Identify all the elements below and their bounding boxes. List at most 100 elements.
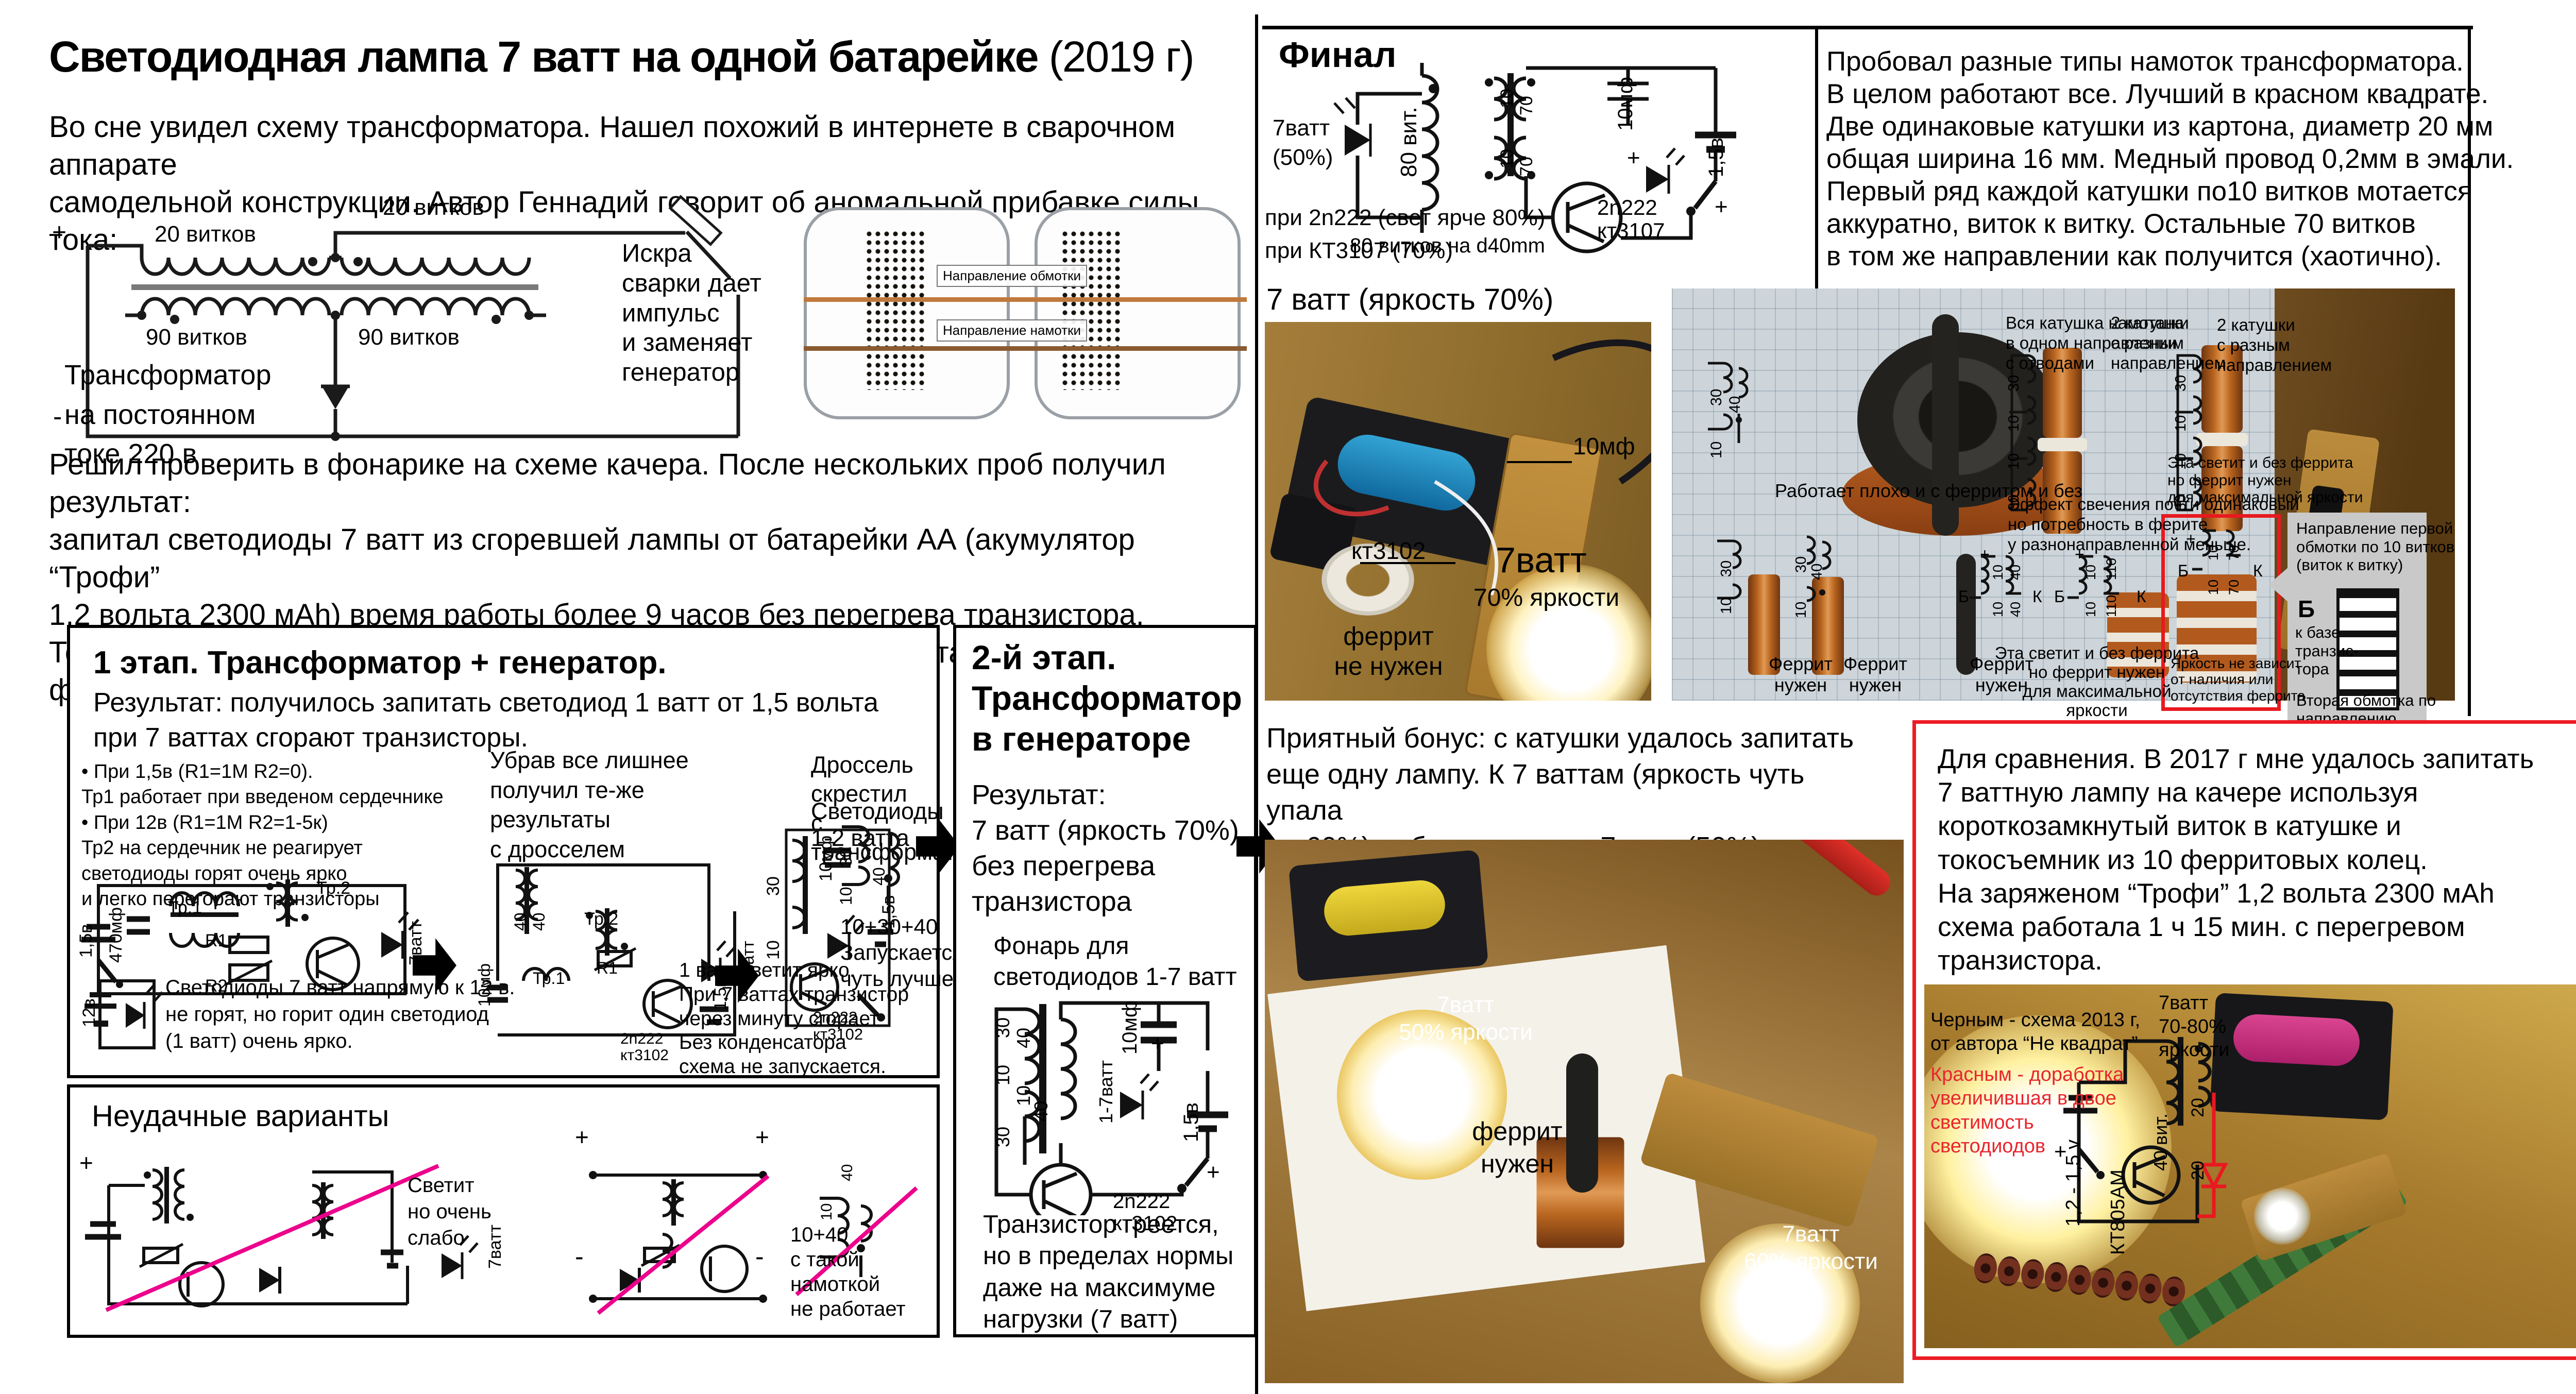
label: 10 [2006, 415, 2022, 432]
label: К [2137, 587, 2146, 606]
label: 40 [2008, 601, 2023, 617]
photo1-wires [1313, 339, 1651, 596]
label: 10 [1708, 441, 1725, 458]
overlay-schematic-2013 [2063, 1037, 2228, 1223]
stage1-bullets: • При 1,5в (R1=1M R2=0). Тр1 работает пр… [81, 761, 444, 910]
stage1-miniwinding-drawing [842, 825, 900, 905]
label: 7ватт 60% яркости [1744, 1221, 1878, 1274]
stage1-winding-note: 10+30+40 Запускается чуть лучше [840, 914, 964, 991]
label: 30 [1708, 388, 1725, 406]
label: Тр.2 [316, 878, 351, 898]
ferrite-rod-photo3 [1566, 1053, 1598, 1193]
coil-striped-mid [2107, 592, 2169, 677]
label: К [2032, 587, 2042, 606]
core-wire-1 [804, 297, 1247, 302]
stage1-box: 1 этап. Трансформатор + генератор. Резул… [67, 625, 1010, 1078]
stage1-direct-icon-drawing [84, 979, 164, 1049]
label: 10 [764, 940, 783, 960]
stage2-schematic-drawing [994, 1001, 1228, 1227]
final-note-2n222: при 2n222 (свет ярче 80%) [1265, 205, 1546, 230]
label: 7ватт 70-80% яркости [2159, 992, 2230, 1061]
coil-pairA-bottom [2043, 451, 2082, 534]
label: 10 [2206, 579, 2221, 595]
label: 10 [1497, 89, 1517, 108]
label: Феррит нужен [1969, 653, 2034, 696]
label: 10мф [1573, 433, 1635, 460]
label: 7ватт 50% яркости [1399, 992, 1533, 1045]
label: 40 [1809, 563, 1825, 580]
bonus-paragraph: Приятный бонус: с катушки удалось запита… [1266, 723, 1854, 862]
winding-diagram [2336, 588, 2399, 710]
label: 10 [1718, 597, 1735, 614]
led-disc-glow [1486, 564, 1651, 701]
label: Б [2054, 587, 2065, 606]
label: 90 витков [146, 325, 247, 350]
label: + [755, 1124, 769, 1150]
photo4-labels: Черным - схема 2013 г, от автора “Не ква… [1924, 984, 2576, 1348]
compare-box: Для сравнения. В 2017 г мне удалось запи… [1912, 720, 2576, 1360]
label: 30 [2173, 375, 2189, 392]
label: 1,5в [1705, 138, 1727, 177]
final-note-kt3107: при КТ3107 (70%) [1265, 238, 1453, 263]
label: 30 [992, 1126, 1013, 1147]
label: К [2253, 562, 2263, 580]
white-ring [1321, 543, 1414, 616]
label: Направление первой обмотки по 10 витков … [2296, 519, 2455, 574]
label: 1,2 - 1,5 v [2062, 1140, 2084, 1227]
coil-small-1 [1748, 574, 1780, 675]
label: 40 [2008, 564, 2023, 580]
final-schematic-drawing [1333, 63, 1736, 253]
stage1-direct-note: Светодиоды 7 ватт напрямую к 12 в. не го… [165, 976, 515, 1052]
label: 20 [2188, 1098, 2208, 1117]
label: + [79, 1149, 93, 1176]
label: Б [2178, 562, 2189, 580]
stage1-burn-note: 1 ватт светит ярко. При 7 ваттах транзис… [679, 959, 909, 1078]
label: 10мф [475, 963, 494, 1007]
label: 30 [992, 1017, 1013, 1038]
label: 7ватт (50%) [1273, 115, 1333, 171]
label: к базе транзис- тора [2295, 623, 2359, 678]
label: Искра сварки дает импульс и заменяет ген… [622, 240, 761, 387]
label: + [1207, 1160, 1220, 1185]
label: + [1715, 194, 1728, 219]
compare-text: Для сравнения. В 2017 г мне удалось запи… [1938, 744, 2534, 976]
label: - [755, 1242, 764, 1271]
label: 30 [2173, 494, 2189, 511]
label: Светит но очень слабо [408, 1174, 492, 1250]
stage1-result: Результат: получилось запитать светодиод… [93, 688, 879, 753]
page-title-year: (2019 г) [1038, 32, 1195, 81]
label: 70 [1517, 157, 1536, 176]
label: 40 вит. [2150, 1113, 2171, 1171]
failures-heading: Неудачные варианты [92, 1099, 389, 1133]
stage1-direct-icon: 12в [79, 963, 164, 1066]
label: 10мф [1118, 1000, 1141, 1055]
stage1-schematic-c-drawing [785, 828, 893, 1027]
label: 40 [1013, 1027, 1034, 1048]
stage1-direct-icon-labels: 12в [79, 963, 162, 1066]
stage2-box: 2-й этап. Трансформатор в генераторе Рез… [953, 625, 1257, 1337]
label: 110 [2104, 557, 2119, 580]
label: R1 [205, 931, 228, 950]
label: 70 [2226, 579, 2242, 595]
label: 30 [2006, 375, 2022, 392]
label: 20 витков [383, 195, 484, 220]
coil-pairA-flange [2038, 438, 2087, 451]
label: 10 [992, 1064, 1013, 1085]
label: 30 [837, 848, 855, 866]
label: Трансформатор на постоянном токе 220 в [64, 360, 272, 470]
label: 1,5в [76, 924, 96, 958]
coil-small-2 [1812, 577, 1844, 675]
label: 40 [839, 1164, 856, 1181]
page-title: Светодиодная лампа 7 ватт на одной батар… [49, 32, 1195, 82]
led-disc-50 [1337, 1010, 1507, 1180]
label: 10 [818, 1203, 835, 1220]
led-point-glow [2254, 1188, 2311, 1245]
stage2-heading: 2-й этап. Трансформатор в генераторе [972, 638, 1242, 758]
